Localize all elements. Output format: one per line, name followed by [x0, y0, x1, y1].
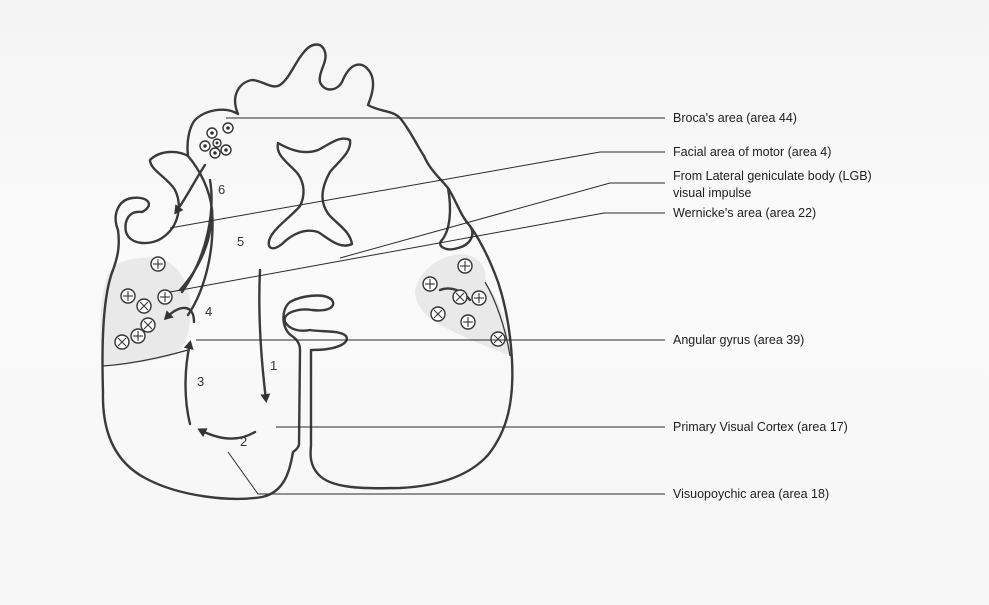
pathway-number-1: 1: [270, 358, 277, 373]
label-lgb-line2: visual impulse: [673, 186, 752, 200]
pathway-number-6: 6: [218, 182, 225, 197]
pathway-arrow-3: [186, 343, 191, 424]
leader-visuopsychic: [228, 452, 665, 494]
label-lgb-line1: From Lateral geniculate body (LGB): [673, 169, 872, 183]
leader-wernicke: [170, 213, 665, 292]
pathway-number-4: 4: [205, 304, 212, 319]
label-facial-motor-area: Facial area of motor (area 4): [673, 145, 831, 159]
label-broca-area: Broca's area (area 44): [673, 111, 797, 125]
label-visuopsychic-area: Visuopoychic area (area 18): [673, 487, 829, 501]
pathway-arrow-1: [259, 270, 266, 400]
pathway-number-3: 3: [197, 374, 204, 389]
label-wernicke-area: Wernicke's area (area 22): [673, 206, 816, 220]
pathway-arrow-6: [176, 165, 205, 212]
pathway-number-5: 5: [237, 234, 244, 249]
leader-facial: [170, 152, 665, 228]
label-primary-visual-cortex: Primary Visual Cortex (area 17): [673, 420, 848, 434]
label-angular-gyrus: Angular gyrus (area 39): [673, 333, 804, 347]
pathway-number-2: 2: [240, 434, 247, 449]
broca-cells: [200, 123, 233, 158]
lateral-ventricle: [269, 139, 352, 249]
leader-lgb: [340, 183, 665, 258]
